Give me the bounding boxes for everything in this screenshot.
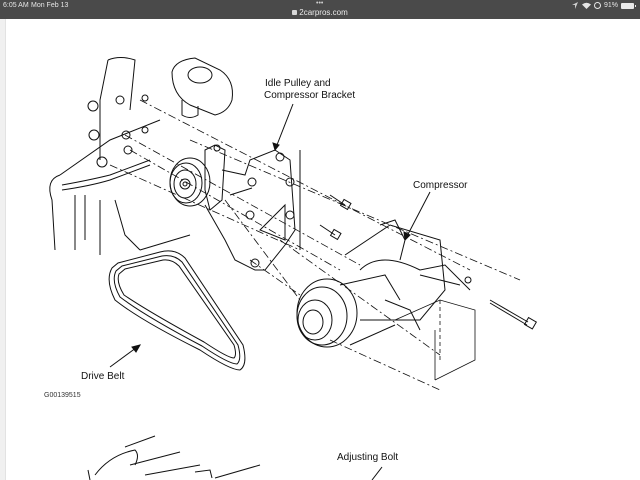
page-left-edge	[0, 19, 6, 480]
label-drive-belt: Drive Belt	[81, 371, 125, 382]
location-icon	[571, 2, 578, 9]
lock-icon	[292, 10, 298, 16]
status-bar: 6:05 AM Mon Feb 13 ••• 2carpros.com 91%	[0, 0, 640, 19]
compressor-bracket	[204, 144, 301, 271]
idle-pulley	[169, 157, 211, 207]
status-time: 6:05 AM	[3, 2, 29, 9]
ac-compressor-diagram	[49, 57, 538, 480]
bracket-bolts	[319, 194, 352, 241]
leader-lines	[109, 103, 431, 480]
screen-lock-icon	[593, 2, 601, 9]
oil-filter	[171, 57, 233, 118]
page-content	[0, 19, 640, 480]
label-idle-pulley-line1: Idle Pulley and	[265, 78, 331, 89]
lower-diagram-fragment	[87, 435, 261, 480]
label-adjusting-bolt: Adjusting Bolt	[337, 452, 399, 463]
alignment-lines	[109, 99, 521, 391]
battery-icon	[621, 2, 636, 9]
label-idle-pulley-line2: Compressor Bracket	[264, 90, 356, 101]
engine-block	[49, 57, 191, 255]
status-date: Mon Feb 13	[31, 2, 69, 9]
long-bolt	[489, 299, 538, 330]
status-indicators: 91%	[571, 2, 636, 9]
compressor-body	[296, 219, 472, 348]
engine-bolt-holes	[87, 94, 149, 168]
drive-belt	[108, 250, 246, 371]
wifi-icon	[581, 2, 591, 9]
address-bar[interactable]: 2carpros.com	[0, 8, 640, 17]
figure-code: G00139515	[44, 392, 81, 399]
url-text: 2carpros.com	[299, 8, 348, 17]
label-compressor: Compressor	[413, 180, 468, 191]
mount-box	[394, 299, 476, 381]
battery-percent: 91%	[603, 2, 618, 9]
multitasking-dots[interactable]: •••	[316, 0, 324, 7]
